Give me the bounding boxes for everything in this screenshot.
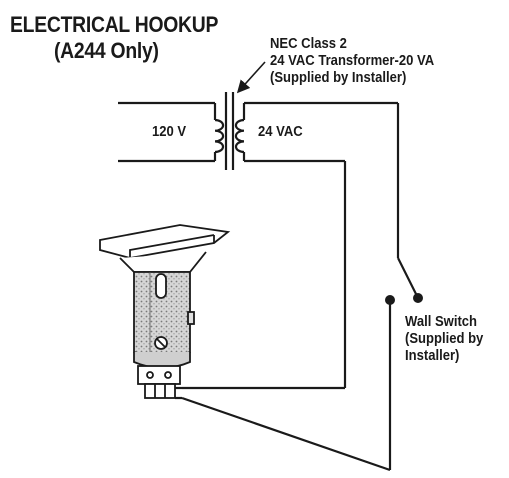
wall-switch-note-line2: (Supplied by (405, 331, 484, 347)
primary-coil (214, 118, 225, 154)
fixture-slot (155, 273, 167, 299)
wall-switch-symbol (385, 257, 423, 305)
wall-switch-note-line3: Installer) (405, 348, 460, 364)
switch-contact-right (413, 293, 423, 303)
wall-switch-note-line1: Wall Switch (405, 314, 478, 330)
transformer-note-line2: 24 VAC Transformer-20 VA (270, 53, 435, 69)
primary-supply-wires (118, 101, 217, 163)
secondary-voltage-label: 24 VAC (258, 124, 303, 140)
diagram-title-line2: (A244 Only) (54, 38, 159, 63)
diagram-title-line1: ELECTRICAL HOOKUP (10, 12, 219, 37)
light-fixture (99, 224, 231, 400)
transformer-note-line3: (Supplied by Installer) (270, 70, 407, 86)
fixture-socket-base (137, 365, 181, 385)
transformer-symbol (214, 92, 245, 170)
switch-contact-left (385, 295, 395, 305)
secondary-wires (181, 101, 400, 472)
fixture-mounting-plate (99, 224, 231, 259)
secondary-coil (234, 118, 245, 154)
primary-voltage-label: 120 V (152, 124, 187, 140)
transformer-callout-arrow (236, 61, 266, 94)
transformer-note-line1: NEC Class 2 (270, 36, 347, 52)
